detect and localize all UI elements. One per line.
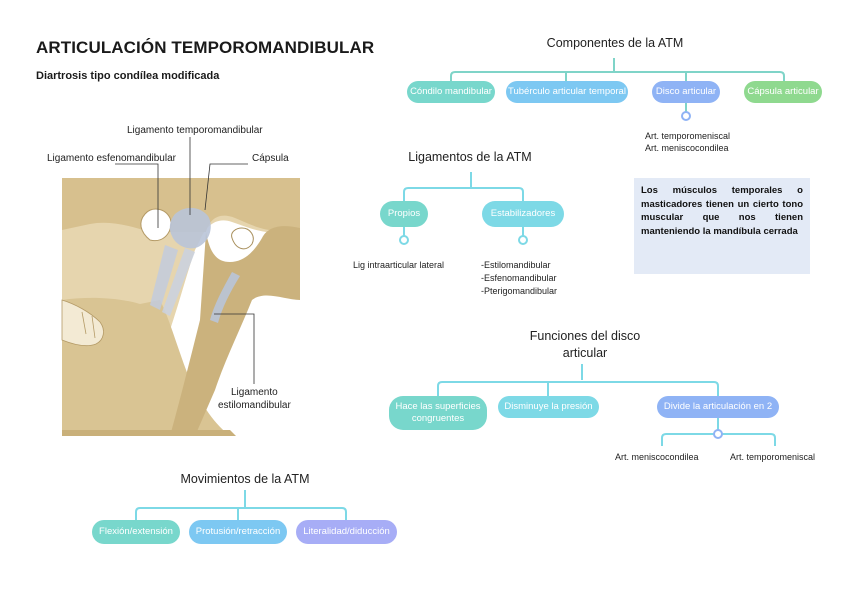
ligamentos-title: Ligamentos de la ATM [408,150,532,164]
label-lig-estilomandibular-1: Ligamento [231,387,278,398]
propios-sub: Lig intraarticular lateral [353,260,445,270]
node-lateralidad: Literalidad/diducción [296,520,397,544]
tmj-illustration [61,178,300,436]
disco-node-dot [681,111,691,121]
label-lig-estilomandibular-2: estilomandibular [218,400,291,411]
node-flexion: Flexión/extensión [92,520,180,544]
estab-sub-2: -Esfenomandibular [481,273,557,283]
node-congruentes: Hace las superficies congruentes [389,396,487,430]
label-lig-temporomandibular: Ligamento temporomandibular [127,125,263,136]
label-lig-esfenomandibular: Ligamento esfenomandibular [47,153,176,164]
node-protusion: Protusión/retracción [189,520,287,544]
node-disco: Disco articular [652,81,720,103]
divide-sub-2: Art. temporomeniscal [730,452,816,462]
movimientos-title: Movimientos de la ATM [180,472,310,486]
divide-sub-1: Art. meniscocondilea [615,452,699,462]
estab-sub-1: -Estilomandibular [481,260,551,270]
page-subtitle: Diartrosis tipo condílea modificada [36,70,220,82]
page-title: ARTICULACIÓN TEMPOROMANDIBULAR [36,38,375,57]
disco-sub-1: Art. temporomeniscal [645,131,731,141]
componentes-title: Componentes de la ATM [546,36,684,50]
node-condilo: Cóndilo mandibular [407,81,495,103]
node-presion: Disminuye la presión [498,396,599,418]
node-divide: Divide la articulación en 2 [657,396,779,418]
funciones-title-2: articular [562,346,608,360]
propios-node-dot [399,235,409,245]
estab-sub-3: -Pterigomandibular [481,286,558,296]
node-propios: Propios [380,201,428,227]
muscle-note: Los músculos temporales o masticadores t… [634,178,810,274]
label-capsula: Cápsula [252,153,289,164]
divide-node-dot [713,429,723,439]
funciones-title-1: Funciones del disco [529,329,641,343]
node-estabilizadores: Estabilizadores [482,201,564,227]
node-capsula: Cápsula articular [744,81,822,103]
estabilizadores-node-dot [518,235,528,245]
node-tuberculo: Tubérculo articular temporal [506,81,628,103]
disco-sub-2: Art. meniscocondilea [645,143,729,153]
